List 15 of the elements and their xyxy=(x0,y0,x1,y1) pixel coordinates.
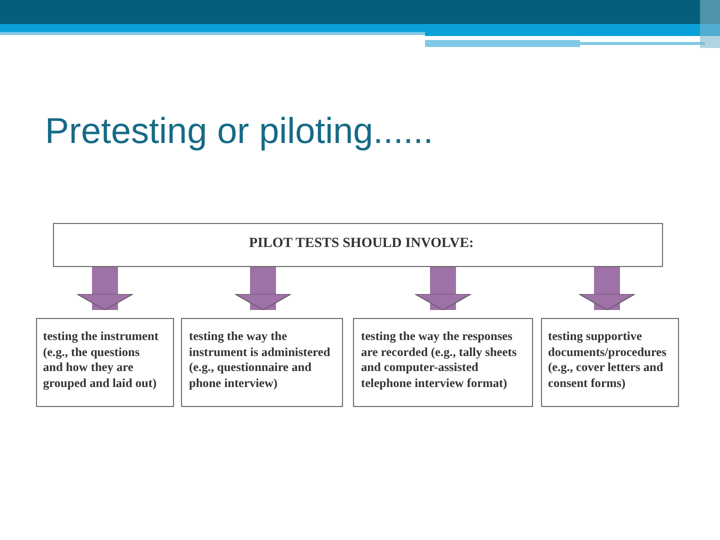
box-text: testing the instrument (e.g., the questions and how they are grouped and laid out) xyxy=(43,329,160,391)
process-box xyxy=(541,318,679,407)
process-box xyxy=(353,318,533,407)
header-box xyxy=(53,223,663,267)
block-arrow xyxy=(414,267,472,310)
box-text: testing the way the instrument is administered (e.g., questionnaire and phone interview) xyxy=(189,329,332,391)
box-text: testing the way the responses are recorded (e.g., tally sheets and computer-assisted telephone interview format) xyxy=(361,329,518,391)
heading-text: PILOT TESTS SHOULD INVOLVE: xyxy=(249,236,474,252)
slide-title: Pretesting or piloting...... xyxy=(45,110,434,152)
block-arrow xyxy=(578,267,636,310)
box-text: testing supportive documents/procedures (e.g., cover letters and consent forms) xyxy=(548,329,668,391)
block-arrow xyxy=(234,267,292,310)
block-arrow xyxy=(76,267,134,310)
process-box xyxy=(36,318,174,407)
process-box xyxy=(181,318,343,407)
